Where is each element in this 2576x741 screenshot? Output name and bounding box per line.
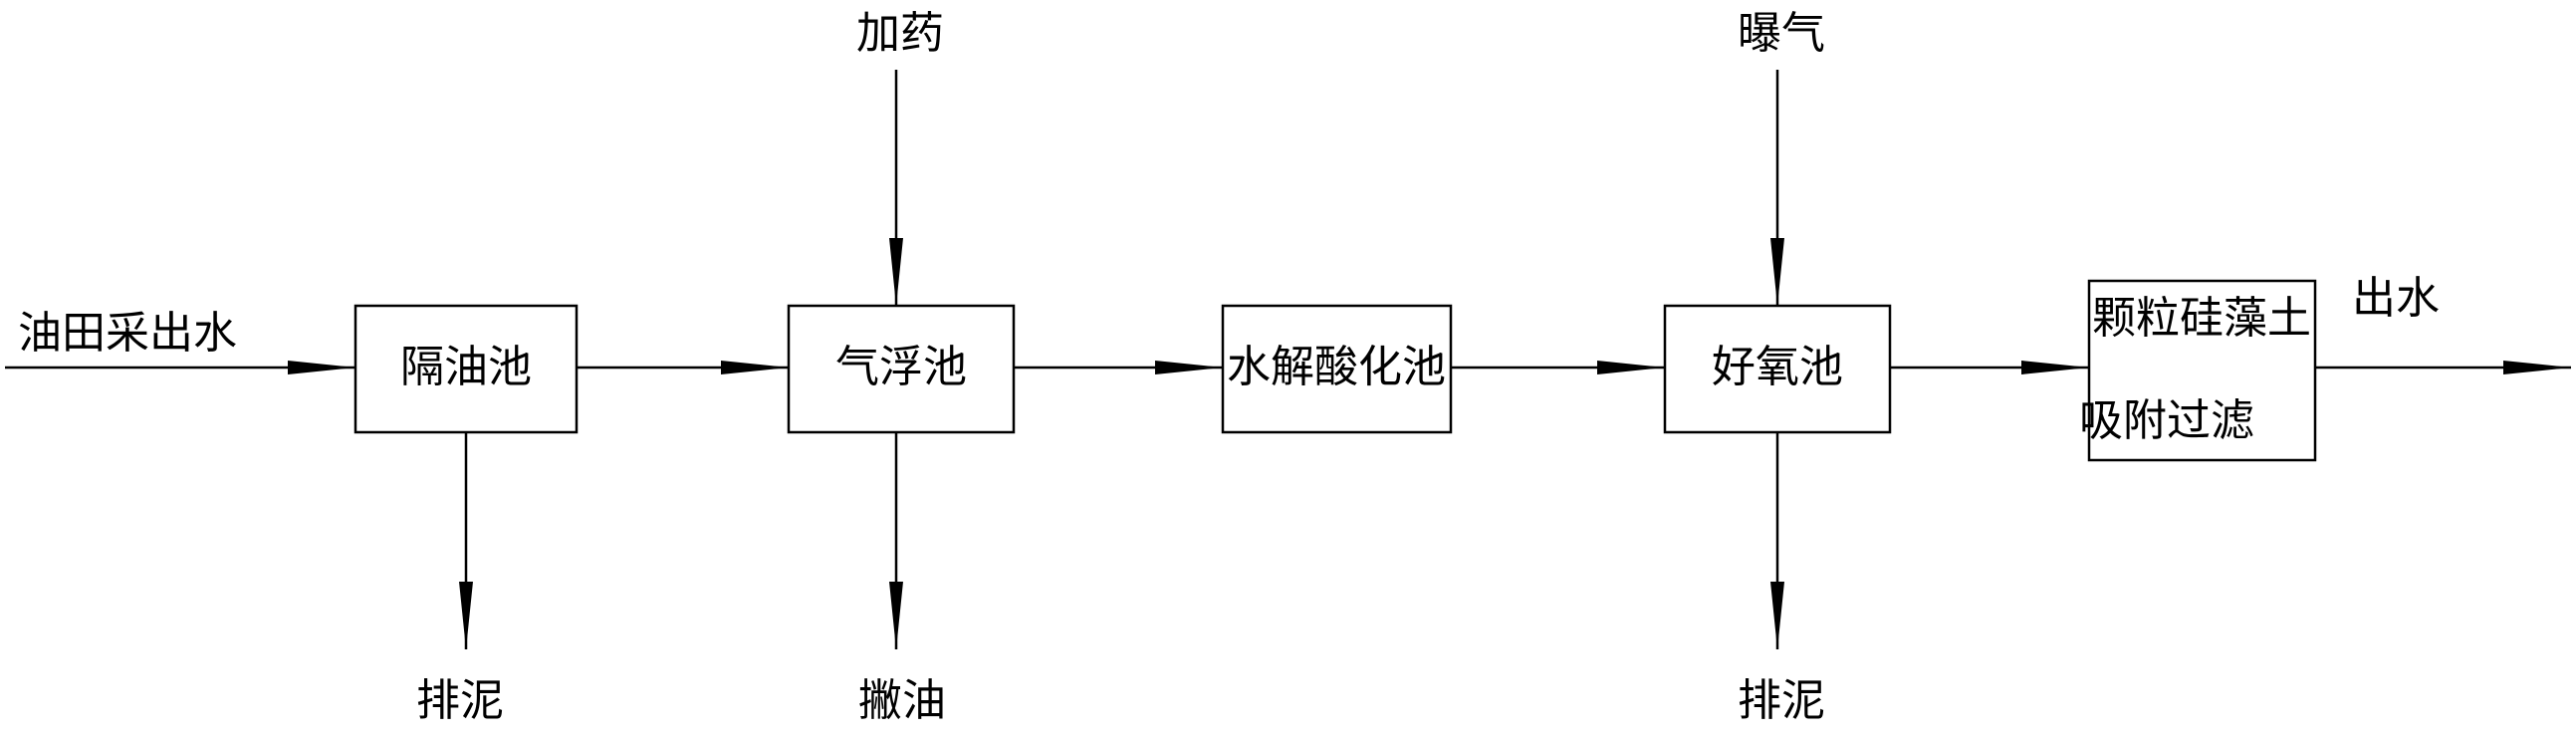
aeration-label: 曝气 [1738,8,1825,59]
sludge-discharge-label-2: 排泥 [1738,675,1825,726]
process-boxes [353,279,2317,462]
sludge-discharge-label-1: 排泥 [416,675,504,726]
dosing-label: 加药 [856,8,944,59]
diatomite-filter-label-line1: 颗粒硅藻土 [2092,293,2311,344]
hydrolysis-acidification-box [1221,304,1453,434]
oil-separator-label: 隔油池 [400,342,532,392]
air-flotation-box [787,304,1016,434]
oil-skimming-label: 撇油 [858,675,946,726]
hydrolysis-acidification-label: 水解酸化池 [1227,342,1446,392]
air-flotation-label: 气浮池 [835,342,967,392]
branch-lines [459,70,1784,649]
diatomite-filter-label-line2: 吸附过滤 [2079,395,2254,446]
outflow-label: 出水 [2352,273,2440,324]
oil-separator-box [353,304,579,434]
aerobic-tank-box [1663,304,1892,434]
diatomite-filter-box [2087,279,2317,462]
inflow-label: 油田采出水 [18,308,237,359]
aerobic-tank-label: 好氧池 [1712,342,1843,392]
